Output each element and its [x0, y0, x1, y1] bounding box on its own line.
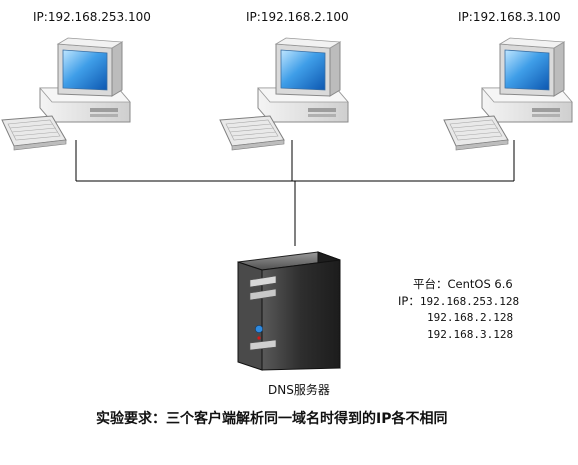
- server-ip-1: 192.168.253.128: [419, 295, 520, 308]
- client-ip-label-3: IP:192.168.3.100: [458, 10, 561, 24]
- platform-line: 平台：CentOS 6.6: [413, 276, 513, 292]
- dns-server-icon: [237, 251, 341, 371]
- client-computer-2: [219, 37, 349, 151]
- server-name-label: DNS服务器: [268, 383, 330, 397]
- client-ip-label-1: IP:192.168.253.100: [33, 10, 151, 24]
- platform-prefix: 平台：: [413, 277, 448, 291]
- server-ip-3: 192.168.3.128: [427, 328, 514, 341]
- status-led: [257, 336, 261, 340]
- client-ip-label-2: IP:192.168.2.100: [246, 10, 349, 24]
- ip-line-1: IP：192.168.253.128: [398, 293, 519, 309]
- server-ip-2: 192.168.2.128: [427, 311, 514, 324]
- ip-prefix: IP：: [398, 294, 420, 308]
- network-cables: [75, 140, 515, 246]
- platform-value: CentOS 6.6: [447, 277, 513, 291]
- client-computer-3: [443, 37, 573, 151]
- requirement-text: 实验要求：三个客户端解析同一域名时得到的IP各不相同: [96, 411, 448, 427]
- power-led: [255, 325, 263, 333]
- client-computer-1: [1, 37, 131, 151]
